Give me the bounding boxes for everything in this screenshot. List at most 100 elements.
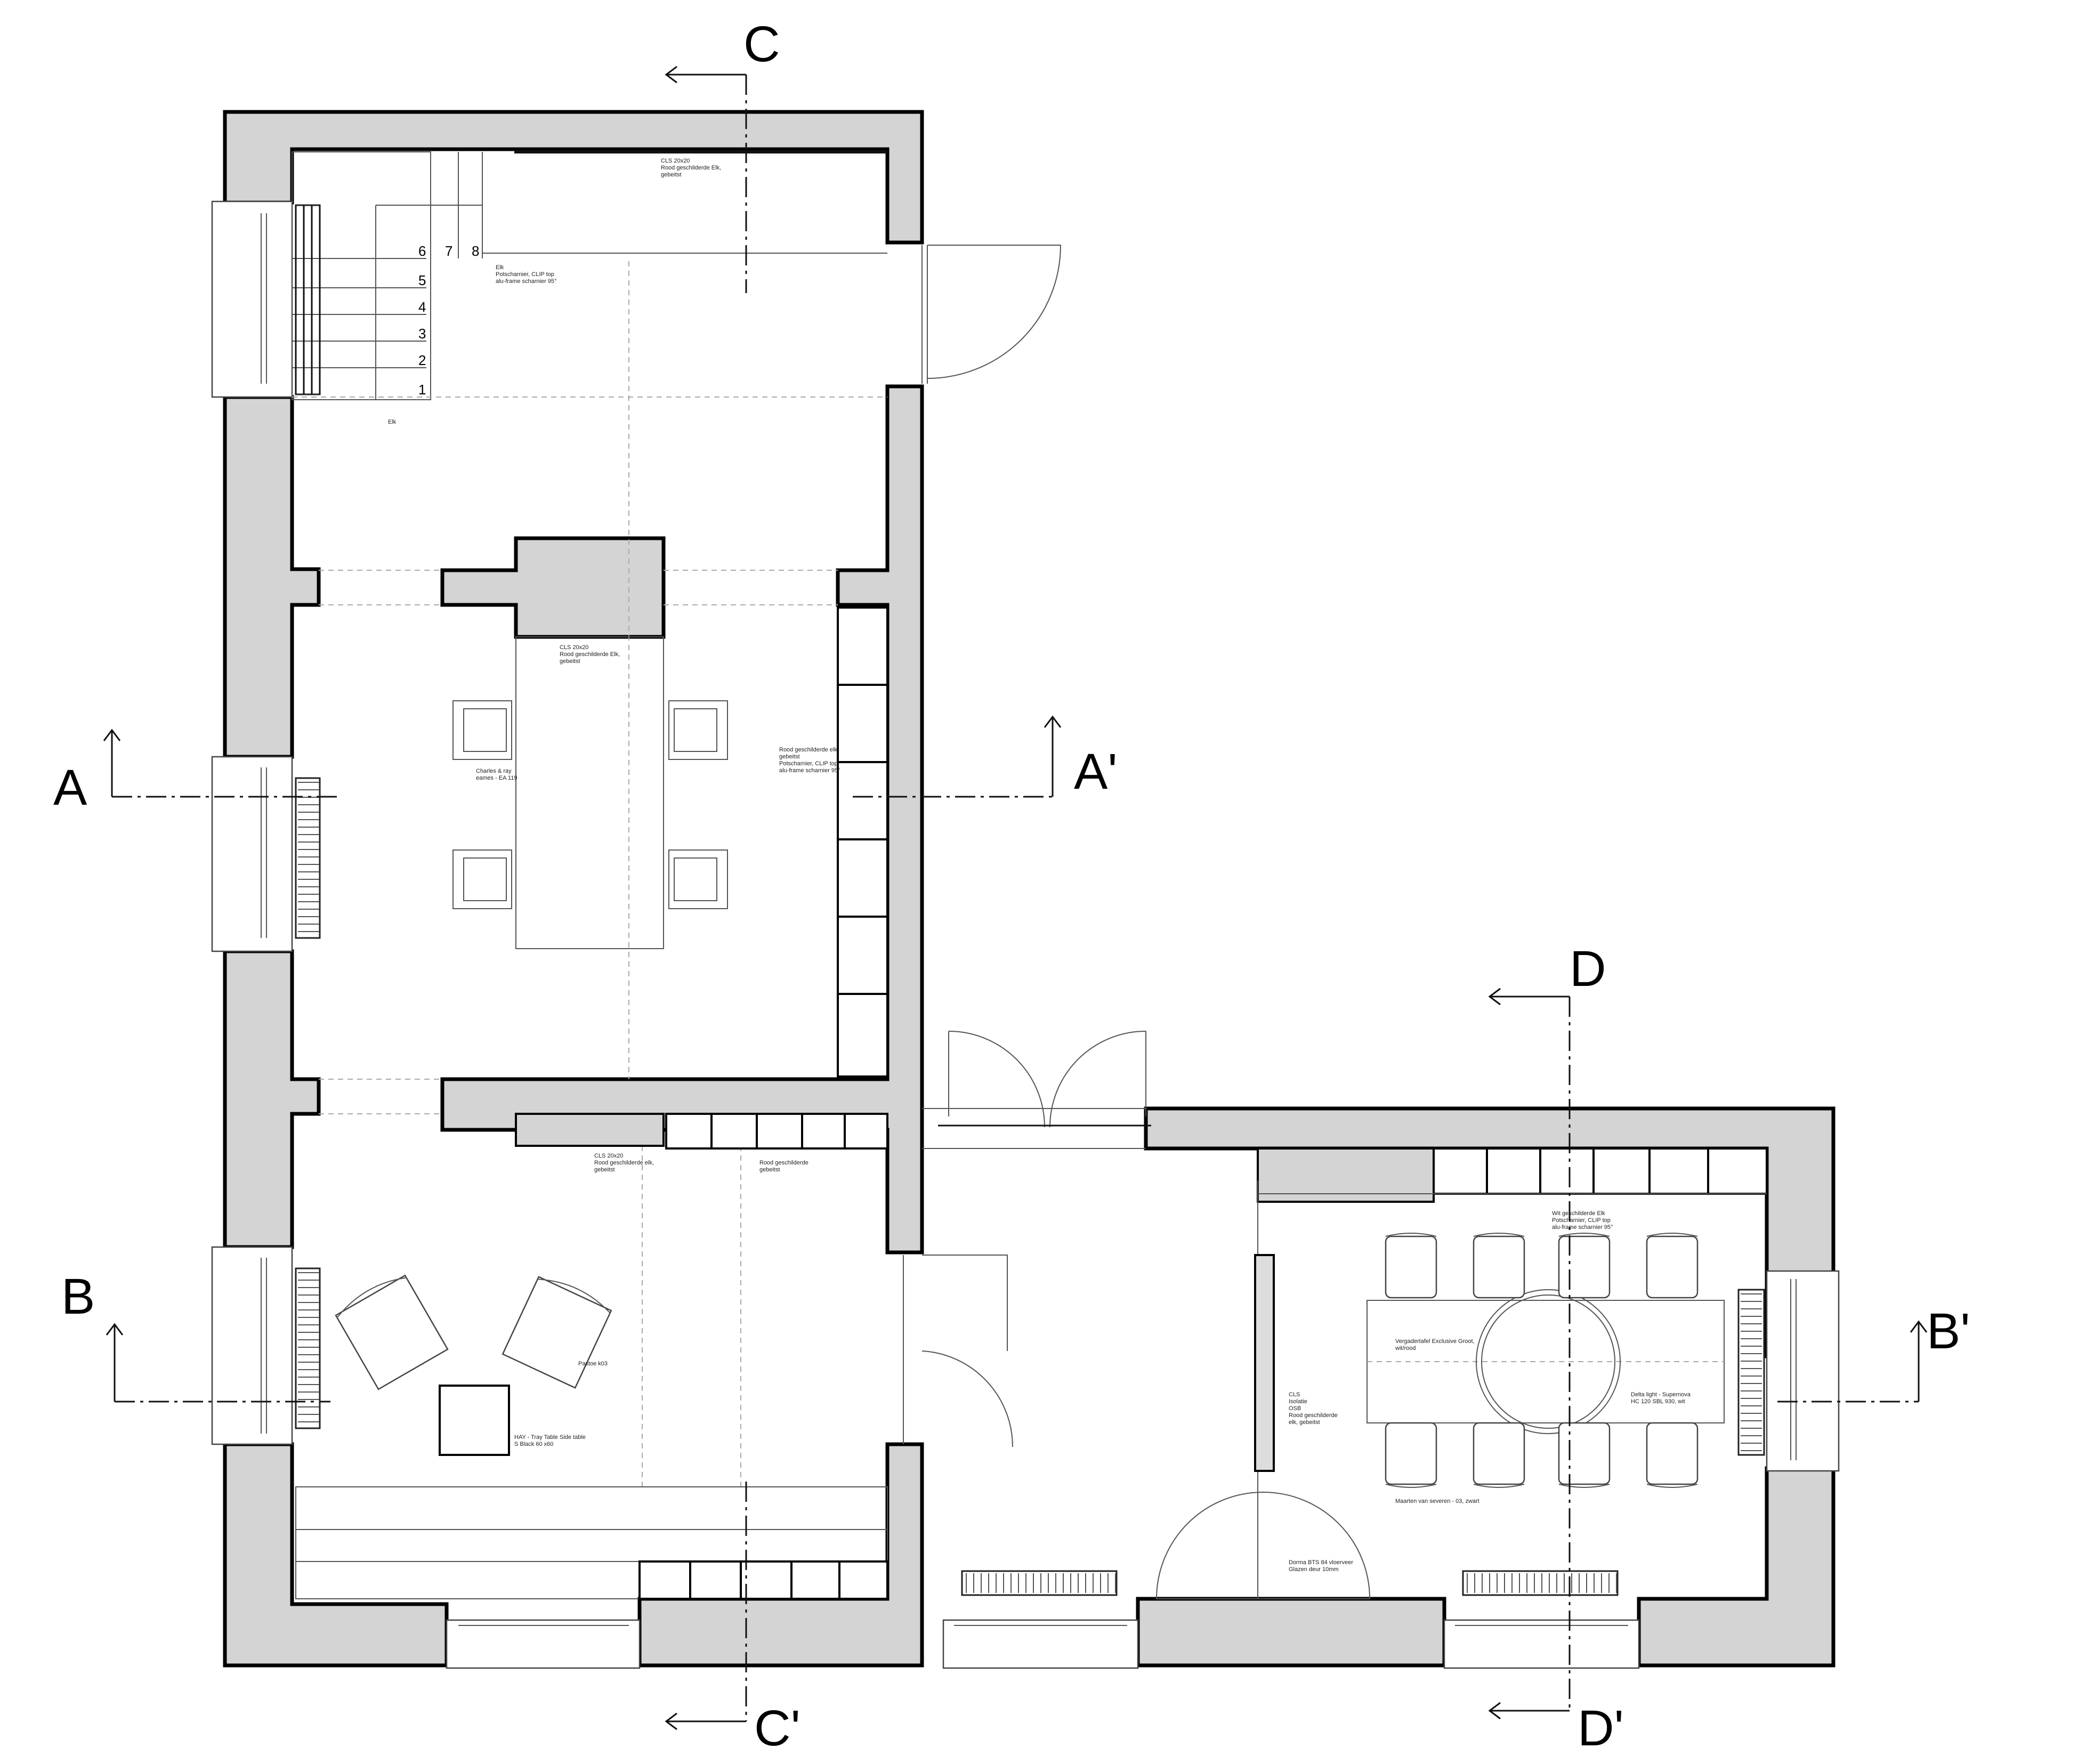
meeting-room: [1254, 1147, 1768, 1599]
stair-step-6: 6: [418, 243, 426, 259]
annotation: CLS 20x20: [594, 1153, 623, 1159]
annotation: Wit geschilderde Elk: [1552, 1210, 1605, 1217]
window-east: [1766, 1270, 1840, 1472]
annotation: Pastoe k03: [578, 1361, 608, 1367]
section-label-b-prime: B': [1927, 1303, 1970, 1360]
section-label-c: C: [743, 16, 780, 72]
meeting-chair: [1558, 1233, 1611, 1299]
lounge-chair-2: [502, 1276, 612, 1389]
wall-cabinets-east: [837, 606, 888, 1078]
section-label-c-prime: C': [754, 1700, 801, 1757]
radiator-east: [1737, 1289, 1765, 1456]
stair-step-5: 5: [418, 272, 426, 288]
annotation: elk, gebeitst: [1289, 1419, 1320, 1426]
meeting-chair: [1646, 1233, 1699, 1299]
wall-east-right-building: [1637, 1466, 1836, 1668]
annotation: alu-frame scharnier 95°: [496, 278, 556, 285]
radiator-south-1: [961, 1570, 1118, 1596]
doors: [903, 245, 1371, 1599]
annotation: S Black 60 x60: [514, 1441, 553, 1447]
window-south-2: [942, 1619, 1139, 1669]
annotation: Rood geschilderde Elk,: [661, 165, 721, 171]
section-label-d-prime: D': [1578, 1700, 1624, 1757]
stair-step-8: 8: [472, 243, 479, 259]
annotation: Elk: [496, 264, 504, 271]
annotations: CLS 20x20 Rood geschilderde Elk, gebeits…: [388, 158, 1691, 1573]
annotation: Rood geschilderde: [1289, 1412, 1338, 1419]
desk-chair: [668, 849, 728, 909]
annotation: HAY - Tray Table Side table: [514, 1434, 586, 1441]
meeting-chair: [1646, 1422, 1699, 1488]
radiator-south-2: [1462, 1570, 1619, 1596]
annotation: eames - EA 119: [476, 775, 517, 781]
section-labels: A A' B B' C C' D D': [53, 16, 1970, 1757]
stair-step-7: 7: [445, 243, 452, 259]
annotation: Potscharnier, CLIP top: [496, 271, 554, 278]
wall-south-middle: [637, 1442, 924, 1668]
desk: [515, 636, 664, 949]
annotation: gebeitst: [594, 1167, 615, 1173]
annotation: Rood geschilderde: [759, 1160, 808, 1166]
desk-chair: [452, 700, 512, 760]
radiators: [295, 204, 1765, 1596]
meeting-chair: [1558, 1422, 1611, 1488]
annotation: gebeitst: [779, 754, 800, 760]
annotation: gebeitst: [661, 172, 682, 178]
section-label-a-prime: A': [1074, 743, 1118, 800]
annotation: CLS 20x20: [661, 158, 690, 164]
annotation: Potscharnier, CLIP top: [779, 760, 838, 767]
meeting-chair: [1385, 1233, 1437, 1299]
window-south-1: [446, 1619, 641, 1669]
annotation: Charles & ray: [476, 768, 512, 774]
wall-south-right-middle: [1136, 1597, 1446, 1668]
window-south-3: [1443, 1619, 1640, 1669]
wall-top: [223, 110, 924, 245]
lounge-chair-1: [335, 1274, 449, 1390]
annotation: HC 120 SBL 930, wit: [1631, 1398, 1685, 1405]
annotation: OSB: [1289, 1405, 1301, 1412]
partition-panel: [1254, 1254, 1275, 1472]
annotation: Maarten van severen - 03, zwart: [1395, 1498, 1479, 1504]
section-label-a: A: [53, 759, 87, 816]
meeting-chair: [1473, 1233, 1525, 1299]
radiator-west-2: [295, 777, 321, 939]
meeting-chair: [1473, 1422, 1525, 1488]
radiator-west-3: [295, 1267, 321, 1429]
annotation: Elk: [388, 419, 397, 425]
stair-step-2: 2: [418, 352, 426, 368]
annotation: Vergadertafel Exclusive Groot,: [1395, 1338, 1475, 1345]
hidden-lines: [292, 261, 887, 1487]
annotation: Glazen deur 10mm: [1289, 1566, 1339, 1573]
windows: [211, 200, 1840, 1669]
desk-chair: [668, 700, 728, 760]
pendant-lamp: [1476, 1289, 1621, 1434]
annotation: CLS 20x20: [560, 644, 588, 651]
stair-step-1: 1: [418, 382, 426, 398]
staircase: 1 2 3 4 5 6 7 8: [292, 150, 887, 400]
section-label-b: B: [61, 1268, 95, 1325]
annotation: gebeitst: [560, 658, 580, 665]
annotation: wit/rood: [1395, 1345, 1416, 1352]
annotation: Delta light - Supernova: [1631, 1391, 1691, 1398]
stair-step-4: 4: [418, 299, 426, 315]
wall-central-pillar: [440, 536, 666, 639]
section-lines: [103, 66, 1928, 1730]
annotation: Isolatie: [1289, 1398, 1307, 1405]
stair-step-labels: 1 2 3 4 5 6 7 8: [418, 243, 479, 398]
annotation: CLS: [1289, 1391, 1300, 1398]
side-table: [439, 1385, 510, 1456]
annotation: Rood geschilderde elk,: [594, 1160, 654, 1166]
annotation: Dorma BTS 84 vloerveer: [1289, 1559, 1353, 1566]
annotation: alu-frame scharnier 95°: [1552, 1224, 1613, 1231]
annotation: Rood geschilderde Elk,: [560, 651, 620, 658]
annotation: Potscharnier, CLIP top: [1552, 1217, 1611, 1224]
wall-west-1: [223, 395, 321, 759]
radiator-west-1: [295, 204, 321, 395]
window-west-upper: [211, 200, 293, 398]
window-west-middle: [211, 756, 293, 952]
desk-chair: [452, 849, 512, 909]
wall-west-2: [223, 949, 321, 1249]
annotation: Rood geschilderde elk,: [779, 747, 839, 753]
section-label-d: D: [1570, 941, 1606, 997]
